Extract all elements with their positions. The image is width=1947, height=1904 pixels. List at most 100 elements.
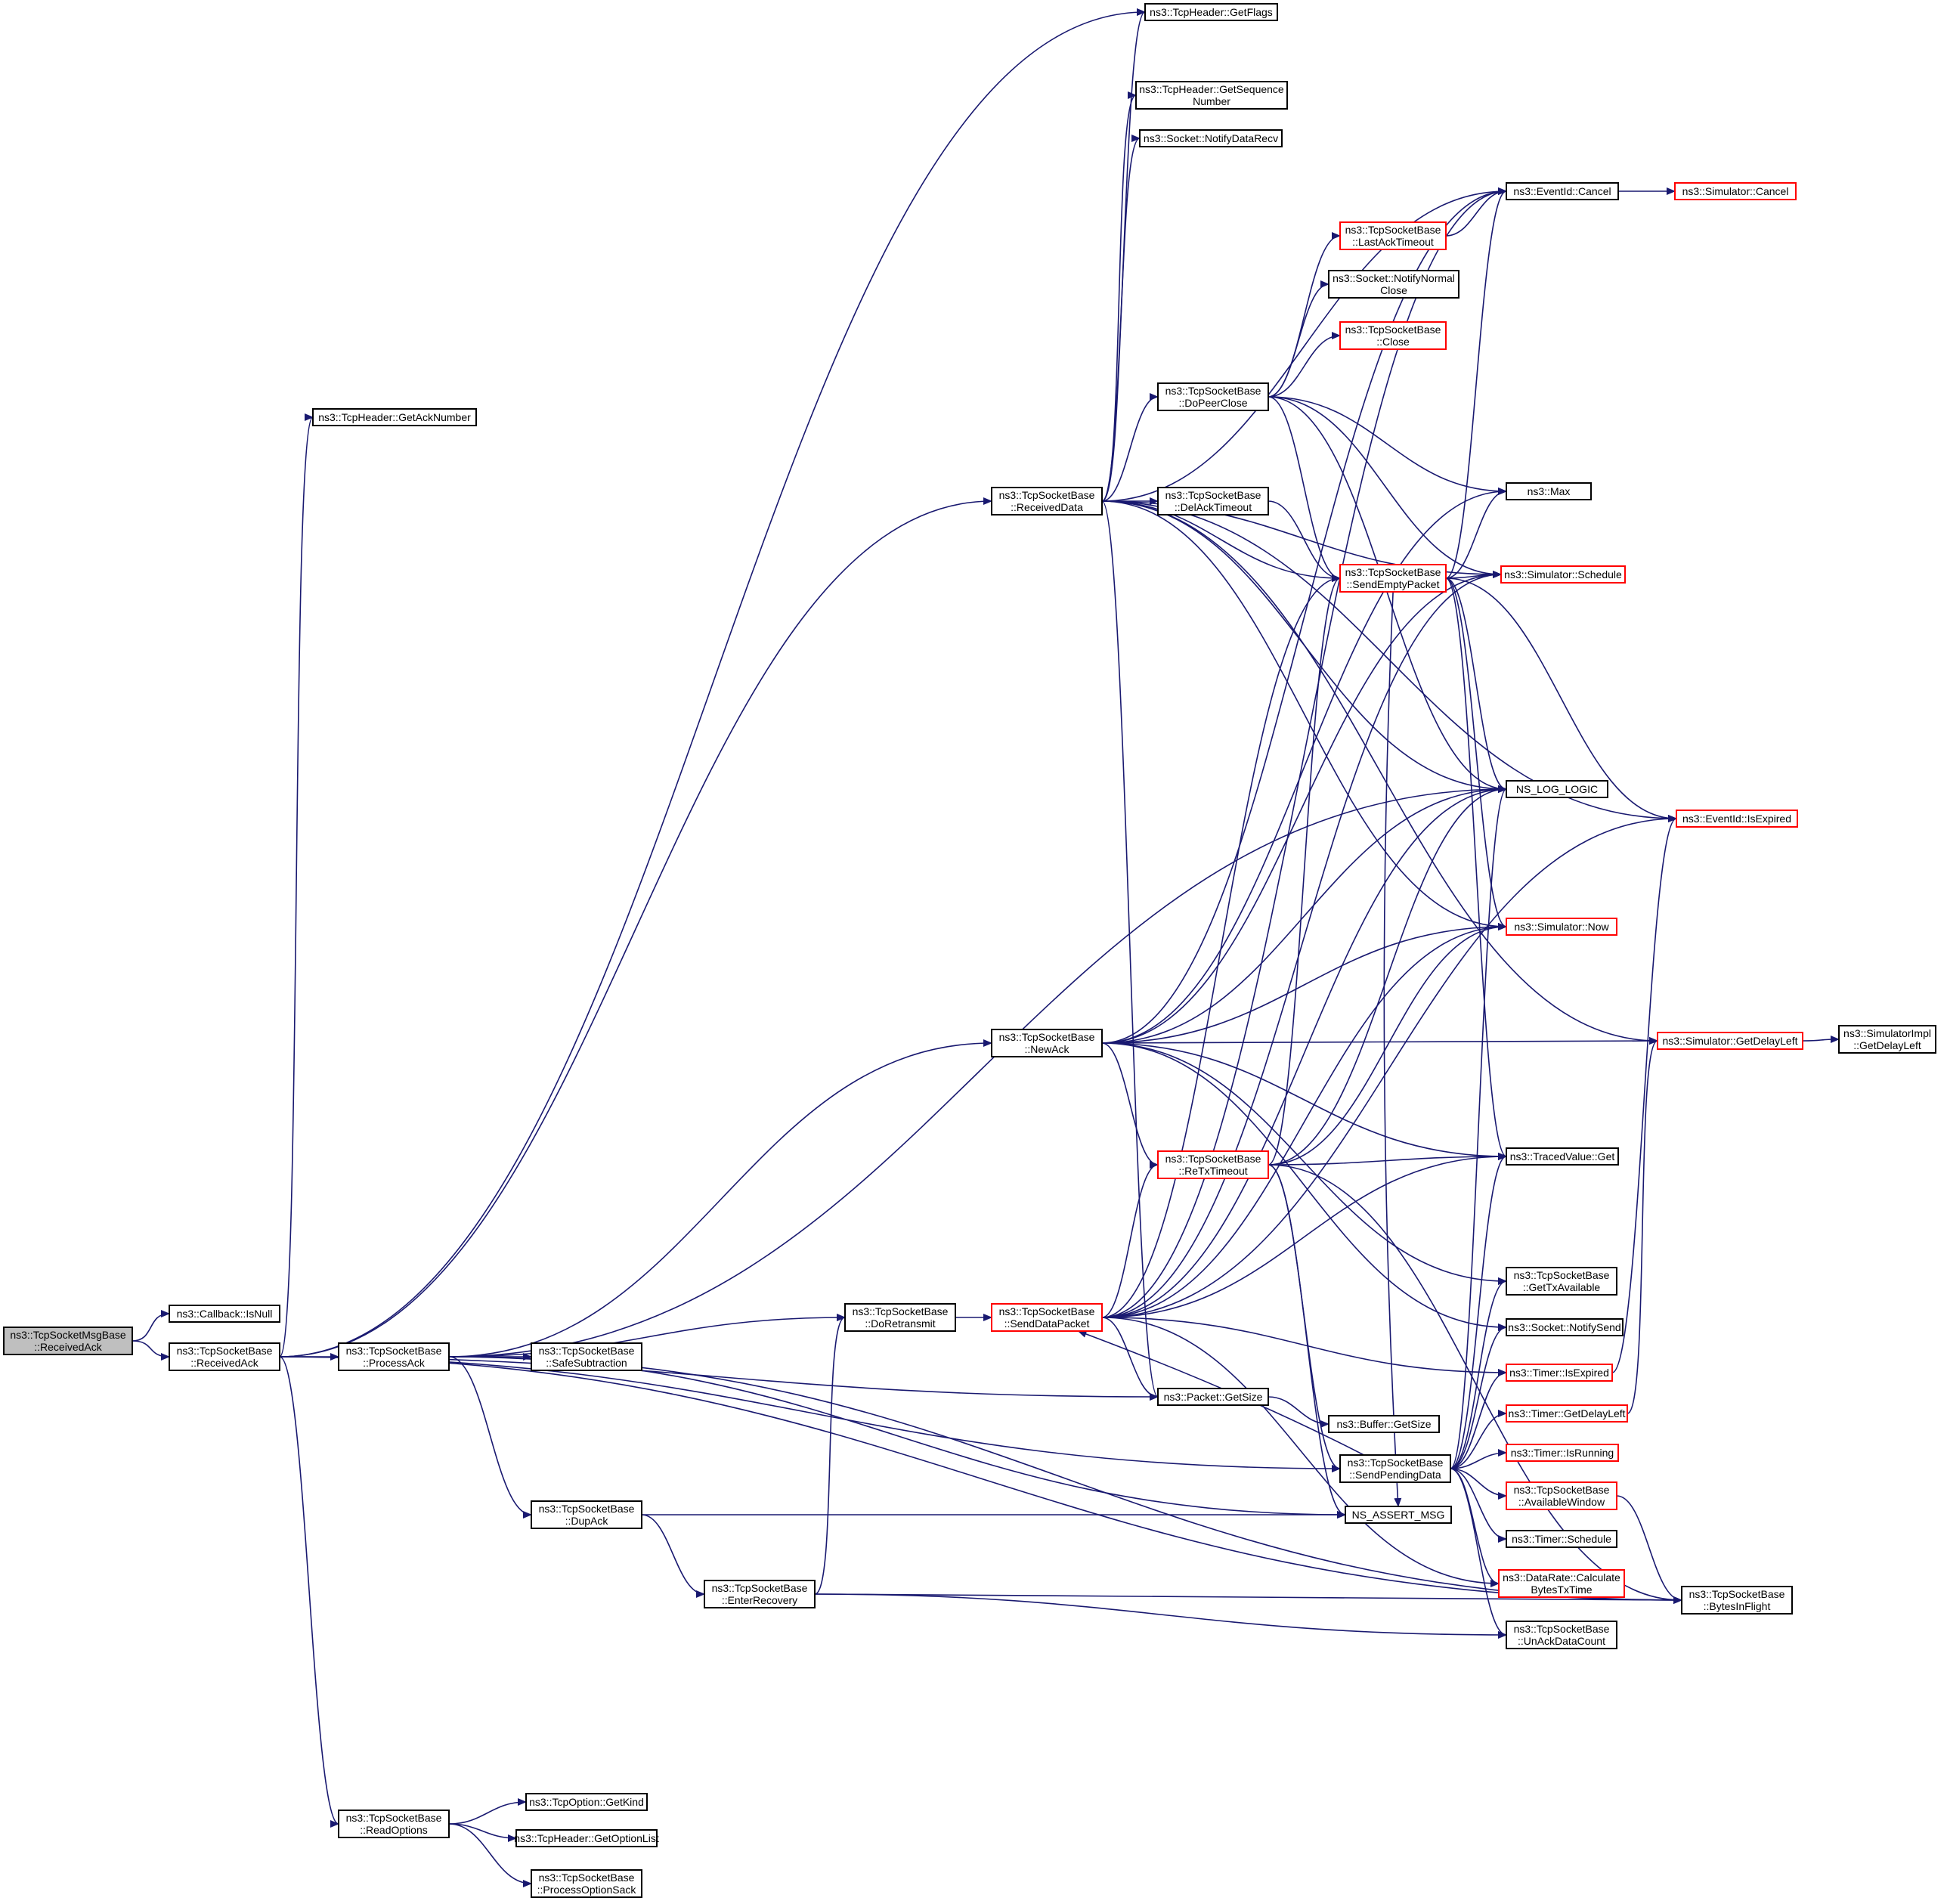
call-edge-newack-to-tracedget — [1101, 1042, 1507, 1160]
call-edge-processack-to-doretransmit — [448, 1314, 846, 1358]
node-timerdelay[interactable]: ns3::Timer::GetDelayLeft — [1506, 1404, 1628, 1423]
call-edge-sendpending-to-notifysend — [1450, 1324, 1507, 1469]
node-bufsize[interactable]: ns3::Buffer::GetSize — [1328, 1415, 1440, 1433]
node-sendempty[interactable]: ns3::TcpSocketBase::SendEmptyPacket — [1339, 564, 1447, 593]
call-edge-dopeerclose-to-sendempty — [1268, 396, 1341, 582]
node-close[interactable]: ns3::TcpSocketBase::Close — [1339, 321, 1447, 350]
node-label: ns3::Simulator::GetDelayLeft — [1663, 1035, 1798, 1047]
node-notifysend[interactable]: ns3::Socket::NotifySend — [1506, 1318, 1624, 1336]
node-box — [844, 1303, 956, 1332]
call-edge-senddata-to-timerexpired — [1101, 1317, 1507, 1376]
node-label: ns3::EventId::Cancel — [1513, 185, 1611, 197]
node-label: ns3::TcpSocketBase — [346, 1812, 442, 1824]
node-box — [1506, 1318, 1624, 1336]
node-notifydatarecv[interactable]: ns3::Socket::NotifyDataRecv — [1139, 129, 1283, 147]
node-getflags[interactable]: ns3::TcpHeader::GetFlags — [1144, 3, 1278, 21]
call-edge-sendempty-to-evcancel — [1445, 187, 1507, 579]
node-sendpending[interactable]: ns3::TcpSocketBase::SendPendingData — [1339, 1454, 1451, 1483]
node-simimpl[interactable]: ns3::SimulatorImpl::GetDelayLeft — [1838, 1025, 1936, 1054]
node-gettxavail[interactable]: ns3::TcpSocketBase::GetTxAvailable — [1506, 1267, 1617, 1296]
node-getkind[interactable]: ns3::TcpOption::GetKind — [525, 1793, 648, 1811]
node-evcancel[interactable]: ns3::EventId::Cancel — [1506, 182, 1619, 200]
node-timerrunning[interactable]: ns3::Timer::IsRunning — [1506, 1444, 1619, 1462]
node-box — [1506, 780, 1608, 798]
node-pktsize[interactable]: ns3::Packet::GetSize — [1157, 1388, 1269, 1406]
node-label: ns3::Timer::Schedule — [1512, 1533, 1611, 1545]
call-edge-readopts-to-getkind — [448, 1798, 527, 1825]
node-availwin[interactable]: ns3::TcpSocketBase::AvailableWindow — [1506, 1481, 1617, 1510]
call-edge-processack-to-dupack — [448, 1356, 532, 1519]
node-readopts[interactable]: ns3::TcpSocketBase::ReadOptions — [338, 1810, 450, 1838]
node-getacknum[interactable]: ns3::TcpHeader::GetAckNumber — [312, 408, 477, 426]
node-senddata[interactable]: ns3::TcpSocketBase::SendDataPacket — [991, 1303, 1103, 1332]
node-lastack[interactable]: ns3::TcpSocketBase::LastAckTimeout — [1339, 221, 1447, 250]
node-box — [531, 1869, 642, 1898]
call-edges — [132, 8, 1840, 1887]
node-retx[interactable]: ns3::TcpSocketBase::ReTxTimeout — [1157, 1150, 1269, 1179]
node-isnull[interactable]: ns3::Callback::IsNull — [169, 1305, 280, 1323]
node-timerexpired[interactable]: ns3::Timer::IsExpired — [1506, 1364, 1613, 1382]
node-dopeerclose[interactable]: ns3::TcpSocketBase::DoPeerClose — [1157, 382, 1269, 411]
call-edge-senddata-to-tracedget — [1101, 1153, 1507, 1318]
call-edge-newack-to-gettxavail — [1101, 1042, 1507, 1285]
node-root[interactable]: ns3::TcpSocketMsgBase::ReceivedAck — [3, 1327, 133, 1355]
node-assert[interactable]: NS_ASSERT_MSG — [1345, 1506, 1452, 1524]
node-newack[interactable]: ns3::TcpSocketBase::NewAck — [991, 1029, 1103, 1057]
call-edge-newack-to-retx — [1101, 1042, 1159, 1169]
node-box — [991, 1029, 1103, 1057]
node-label: ns3::Timer::GetDelayLeft — [1508, 1407, 1625, 1419]
call-edge-dopeerclose-to-lastack — [1268, 232, 1341, 398]
node-label: ns3::SimulatorImpl — [1843, 1027, 1931, 1039]
node-box — [1506, 1530, 1617, 1548]
node-timersched[interactable]: ns3::Timer::Schedule — [1506, 1530, 1617, 1548]
node-tracedget[interactable]: ns3::TracedValue::Get — [1506, 1147, 1619, 1166]
node-delack[interactable]: ns3::TcpSocketBase::DelAckTimeout — [1157, 487, 1269, 515]
node-simnow[interactable]: ns3::Simulator::Now — [1506, 918, 1617, 936]
node-isexpired[interactable]: ns3::EventId::IsExpired — [1676, 810, 1798, 828]
call-edge-delack-to-sendempty — [1268, 500, 1341, 582]
node-box — [1157, 487, 1269, 515]
node-label: ns3::Socket::NotifyDataRecv — [1144, 132, 1278, 144]
node-dupack[interactable]: ns3::TcpSocketBase::DupAck — [531, 1500, 642, 1529]
node-label: ::SendEmptyPacket — [1347, 578, 1440, 590]
call-edge-senddata-to-nslog — [1101, 785, 1507, 1318]
node-label: Number — [1193, 95, 1230, 107]
node-box — [1135, 81, 1288, 110]
node-box — [1657, 1032, 1803, 1050]
call-edge-sendpending-to-timerdelay — [1450, 1410, 1507, 1469]
node-receiveddata[interactable]: ns3::TcpSocketBase::ReceivedData — [991, 487, 1103, 515]
node-processack[interactable]: ns3::TcpSocketBase::ProcessAck — [338, 1342, 450, 1371]
node-label: ns3::TcpSocketBase — [539, 1345, 635, 1357]
node-label: ns3::TcpSocketBase — [539, 1871, 635, 1884]
node-safesub[interactable]: ns3::TcpSocketBase::SafeSubtraction — [531, 1342, 642, 1371]
node-box — [1681, 1586, 1793, 1615]
node-simschedule[interactable]: ns3::Simulator::Schedule — [1500, 565, 1626, 584]
node-simcancel[interactable]: ns3::Simulator::Cancel — [1674, 182, 1797, 200]
node-rxack[interactable]: ns3::TcpSocketBase::ReceivedAck — [169, 1342, 280, 1371]
node-box — [338, 1810, 450, 1838]
node-box — [338, 1342, 450, 1371]
node-enterrec[interactable]: ns3::TcpSocketBase::EnterRecovery — [704, 1580, 816, 1608]
node-label: ns3::TcpSocketBase — [1345, 566, 1441, 578]
node-box — [1157, 382, 1269, 411]
node-procsack[interactable]: ns3::TcpSocketBase::ProcessOptionSack — [531, 1869, 642, 1898]
node-unack[interactable]: ns3::TcpSocketBase::UnAckDataCount — [1506, 1621, 1617, 1649]
call-edge-processack-to-newack — [448, 1039, 992, 1358]
node-box — [1157, 1388, 1269, 1406]
call-edge-readopts-to-procsack — [448, 1823, 532, 1887]
call-edge-availwin-to-bytesinflight — [1616, 1495, 1682, 1604]
node-max[interactable]: ns3::Max — [1506, 482, 1592, 500]
node-simgetdelay[interactable]: ns3::Simulator::GetDelayLeft — [1657, 1032, 1803, 1050]
node-box — [1500, 565, 1626, 584]
node-getoptlist[interactable]: ns3::TcpHeader::GetOptionList — [514, 1829, 659, 1847]
node-bytesinflight[interactable]: ns3::TcpSocketBase::BytesInFlight — [1681, 1586, 1793, 1615]
node-label: ns3::Simulator::Cancel — [1682, 185, 1789, 197]
node-doretransmit[interactable]: ns3::TcpSocketBase::DoRetransmit — [844, 1303, 956, 1332]
node-box — [1345, 1506, 1452, 1524]
node-label: ns3::Simulator::Schedule — [1504, 568, 1622, 580]
call-edge-sendpending-to-gettxavail — [1450, 1277, 1507, 1469]
node-nslog[interactable]: NS_LOG_LOGIC — [1506, 780, 1608, 798]
